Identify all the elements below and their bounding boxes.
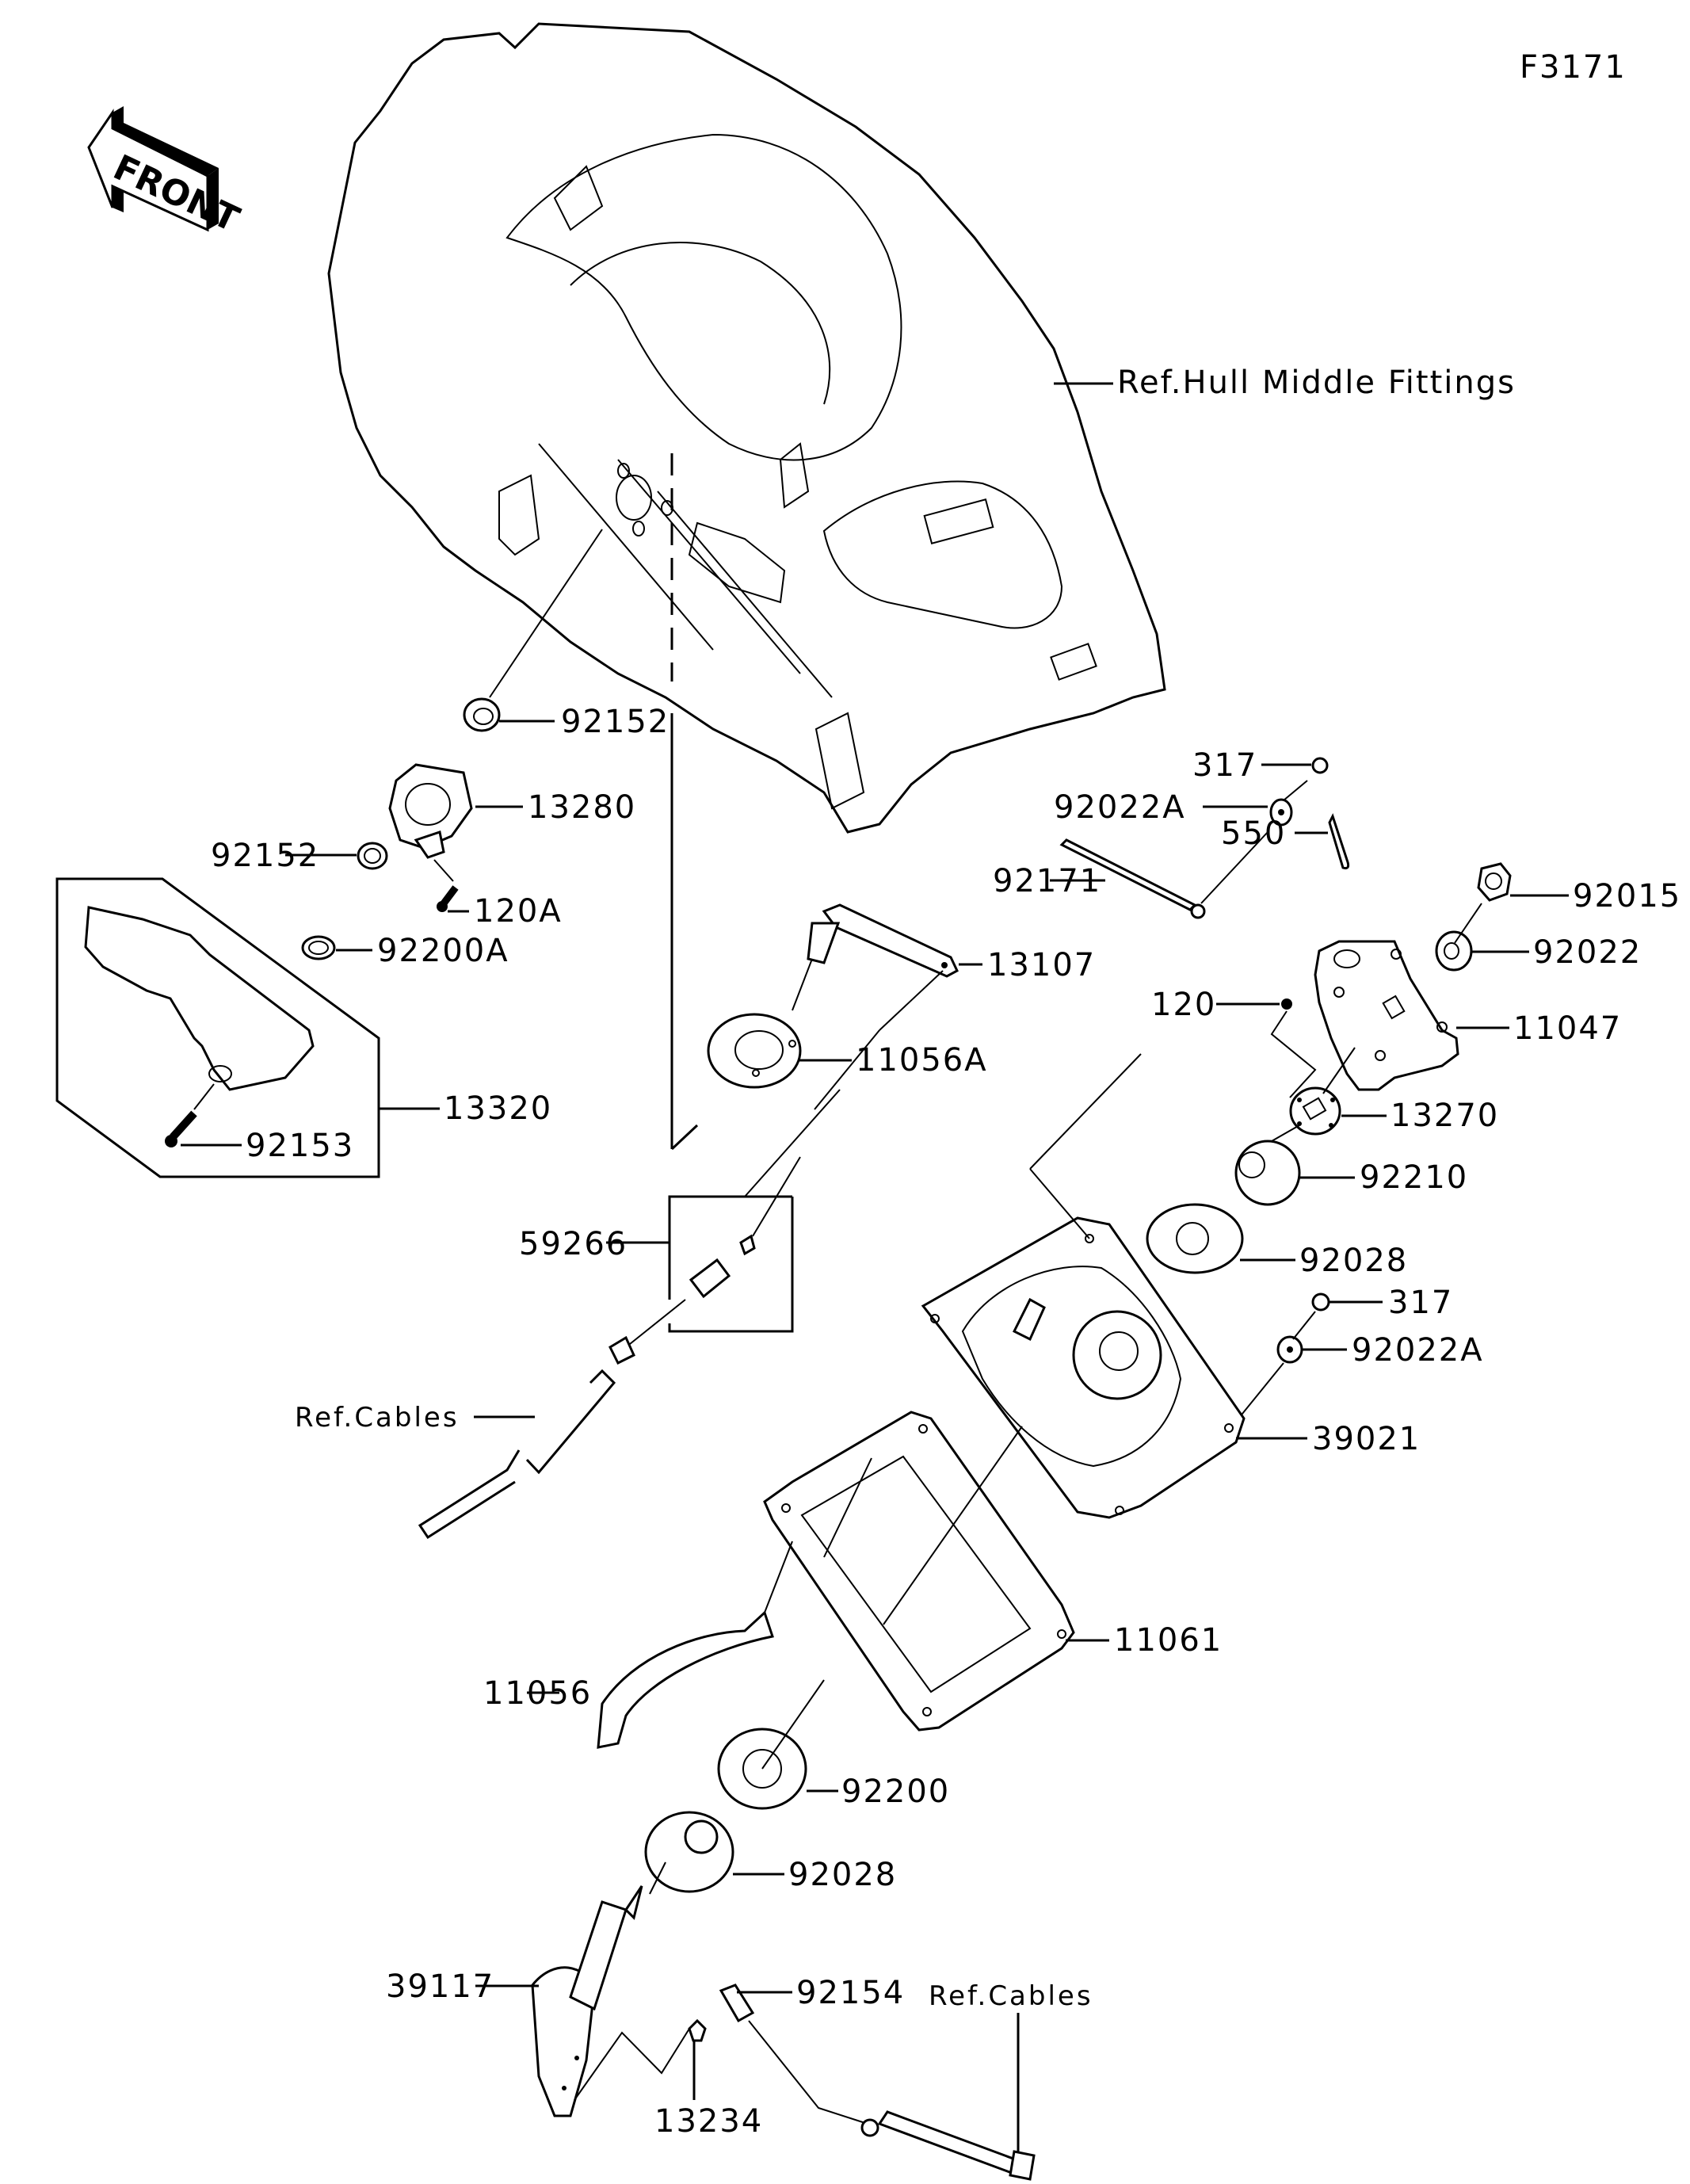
part-317-nut-lower[interactable] <box>1311 1292 1330 1312</box>
part-label-11056[interactable]: 11056 <box>483 1675 592 1712</box>
part-13320-kit-box[interactable] <box>55 877 380 1178</box>
part-label-550[interactable]: 550 <box>1221 815 1286 852</box>
part-92028-washer-top[interactable] <box>1146 1203 1244 1274</box>
part-92152-grommet-left[interactable] <box>357 842 388 870</box>
cable-bottom-drawing <box>748 2020 1036 2181</box>
part-label-317-lower[interactable]: 317 <box>1388 1285 1453 1321</box>
part-label-92015[interactable]: 92015 <box>1573 878 1681 914</box>
part-label-92210[interactable]: 92210 <box>1360 1159 1468 1196</box>
part-label-92200A[interactable]: 92200A <box>377 933 509 969</box>
part-92171-cable-tie[interactable] <box>1059 838 1206 919</box>
part-label-13107[interactable]: 13107 <box>987 947 1096 983</box>
part-label-13234[interactable]: 92154 <box>796 1975 905 2011</box>
hull-middle-fittings-drawing <box>327 22 1166 834</box>
part-13234-adjuster[interactable] <box>719 1984 755 2023</box>
part-92153-bolt[interactable] <box>165 1110 197 1147</box>
part-120-screw[interactable] <box>1281 998 1292 1010</box>
part-120A-bolt[interactable] <box>437 885 459 912</box>
part-92028-washer-lower[interactable] <box>644 1811 734 1893</box>
part-11056-arm[interactable] <box>597 1610 774 1749</box>
ref-cables-bottom-label: Ref.Cables <box>929 1980 1093 2012</box>
part-label-120A[interactable]: 120A <box>474 893 563 930</box>
part-label-92171[interactable]: 92171 <box>993 863 1101 899</box>
part-label-92154[interactable]: 13234 <box>654 2103 763 2140</box>
part-39117-shaft-lever[interactable] <box>531 1885 643 2117</box>
part-label-92022A-lower[interactable]: 92022A <box>1352 1332 1484 1369</box>
part-label-317-top[interactable]: 317 <box>1192 747 1257 784</box>
diagram-code: F3171 <box>1520 49 1627 86</box>
part-13107-lever[interactable] <box>807 903 959 978</box>
ref-cables-left-label: Ref.Cables <box>295 1402 460 1434</box>
part-92015-castle-nut[interactable] <box>1477 862 1512 902</box>
part-92200A-washer[interactable] <box>301 935 336 960</box>
part-39021-boot-plate[interactable] <box>921 1216 1246 1519</box>
part-317-nut-top[interactable] <box>1311 757 1329 774</box>
part-label-13280[interactable]: 13280 <box>528 789 636 826</box>
part-label-92028-top[interactable]: 92028 <box>1299 1243 1408 1279</box>
part-label-39117[interactable]: 39117 <box>386 1968 494 2005</box>
part-11061-gasket[interactable] <box>763 1411 1075 1732</box>
part-92154-fitting[interactable] <box>688 2018 707 2042</box>
part-label-11047[interactable]: 11047 <box>1513 1010 1622 1047</box>
part-11047-bracket[interactable] <box>1314 940 1459 1091</box>
part-label-11061[interactable]: 11061 <box>1114 1622 1223 1659</box>
part-label-92028-lower[interactable]: 92028 <box>788 1857 897 1893</box>
part-550-cotter-pin[interactable] <box>1328 813 1350 869</box>
part-label-11056A[interactable]: 11056A <box>856 1042 988 1079</box>
part-label-92152[interactable]: 92152 <box>561 704 670 740</box>
part-92152-grommet-top[interactable] <box>463 697 501 732</box>
part-59266-kit-box[interactable] <box>668 1195 794 1333</box>
part-92210-collar[interactable] <box>1234 1140 1301 1206</box>
part-label-92022A-top[interactable]: 92022A <box>1054 789 1186 826</box>
front-direction-arrow-icon: FRONT <box>87 106 245 240</box>
cable-left-drawing <box>418 1299 686 1540</box>
part-label-13320[interactable]: 13320 <box>444 1090 552 1127</box>
part-label-59266[interactable]: 59266 <box>519 1226 628 1262</box>
part-label-92200[interactable]: 92200 <box>841 1774 950 1810</box>
part-label-120[interactable]: 120 <box>1151 987 1216 1023</box>
part-13280-housing[interactable] <box>388 763 473 859</box>
part-label-13270[interactable]: 13270 <box>1391 1098 1499 1134</box>
part-92022-washer[interactable] <box>1435 930 1473 972</box>
part-11056A-plate[interactable] <box>707 1013 802 1089</box>
part-label-92153[interactable]: 92153 <box>246 1128 354 1164</box>
part-label-92152-b[interactable]: 92152 <box>211 838 319 874</box>
part-13270-disc[interactable] <box>1289 1086 1341 1136</box>
part-92022A-washer-top[interactable] <box>1269 798 1293 827</box>
part-label-39021[interactable]: 39021 <box>1312 1421 1421 1457</box>
part-92022A-washer-lower[interactable] <box>1276 1335 1303 1364</box>
ref-hull-middle-fittings-label: Ref.Hull Middle Fittings <box>1117 365 1516 401</box>
part-label-92022[interactable]: 92022 <box>1533 934 1642 971</box>
